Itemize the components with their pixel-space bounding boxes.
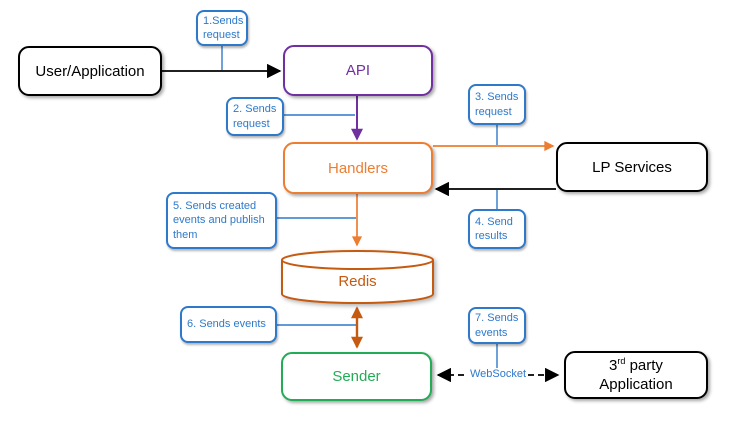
ordinal-suffix: rd bbox=[617, 355, 626, 366]
node-handlers: Handlers bbox=[283, 142, 433, 194]
callout-3-text: 3. Sends request bbox=[475, 91, 519, 118]
callout-4-text: 4. Send results bbox=[475, 215, 513, 242]
websocket-edge-label: WebSocket bbox=[468, 368, 528, 380]
redis-cylinder-shape bbox=[281, 250, 434, 304]
callout-1-text: 1.Sends request bbox=[203, 14, 244, 41]
node-lp-services: LP Services bbox=[556, 142, 708, 192]
node-handlers-label: Handlers bbox=[327, 159, 389, 177]
callout-1-sends-request: 1.Sends request bbox=[196, 10, 248, 46]
callout-5-sends-created-events: 5. Sends created events and publish them bbox=[166, 192, 277, 249]
node-lp-services-label: LP Services bbox=[592, 158, 672, 176]
callout-5-text: 5. Sends created events and publish them bbox=[173, 200, 265, 241]
callout-7-sends-events: 7. Sends events bbox=[468, 307, 526, 344]
callout-6-sends-events: 6. Sends events bbox=[180, 306, 277, 343]
callout-2-text: 2. Sends request bbox=[233, 103, 277, 130]
node-api: API bbox=[283, 45, 433, 96]
callout-7-text: 7. Sends events bbox=[475, 312, 519, 339]
callout-4-send-results: 4. Send results bbox=[468, 209, 526, 249]
node-sender: Sender bbox=[281, 352, 432, 401]
callout-6-text: 6. Sends events bbox=[187, 318, 266, 331]
node-redis-label: Redis bbox=[338, 272, 377, 290]
node-api-label: API bbox=[345, 62, 371, 79]
callout-2-sends-request: 2. Sends request bbox=[226, 97, 284, 136]
node-user-application-label: User/Application bbox=[35, 62, 145, 80]
node-sender-label: Sender bbox=[332, 368, 381, 385]
callout-3-sends-request: 3. Sends request bbox=[468, 84, 526, 125]
node-user-application: User/Application bbox=[18, 46, 162, 96]
